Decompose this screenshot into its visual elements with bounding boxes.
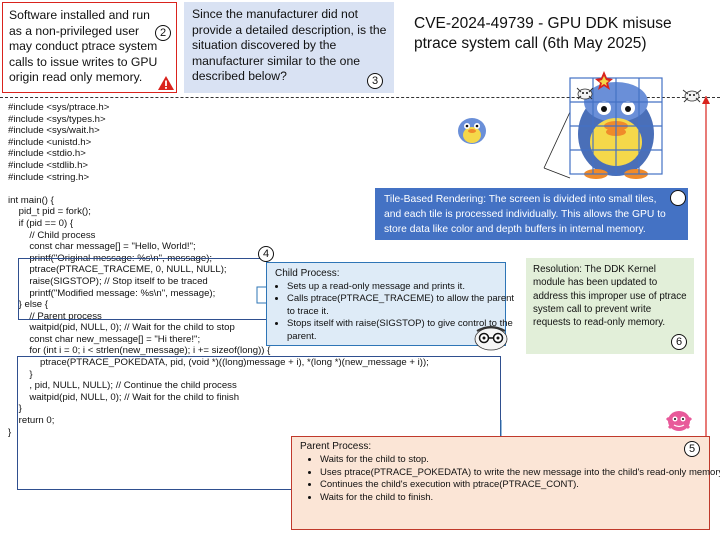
glasses-face-icon bbox=[474, 326, 508, 351]
code-line: // Child process bbox=[8, 229, 96, 241]
list-item: Waits for the child to finish. bbox=[320, 492, 720, 505]
code-line: pid_t pid = fork(); bbox=[8, 206, 91, 218]
code-line: // Parent process bbox=[8, 310, 102, 322]
code-line: const char new_message[] = "Hi there!"; bbox=[8, 333, 201, 345]
code-line: ptrace(PTRACE_TRACEME, 0, NULL, NULL); bbox=[8, 264, 227, 276]
code-line: ptrace(PTRACE_POKEDATA, pid, (void *)((l… bbox=[8, 357, 429, 369]
code-line: if (pid == 0) { bbox=[8, 217, 74, 229]
code-line: } bbox=[8, 368, 33, 380]
bird-mascot-icon bbox=[458, 118, 486, 144]
parent-process-list: Waits for the child to stop. Uses ptrace… bbox=[292, 454, 720, 504]
code-line: raise(SIGSTOP); // Stop itself to be tra… bbox=[8, 275, 208, 287]
code-line: #include <sys/types.h> bbox=[8, 113, 106, 125]
step-number-3: 3 bbox=[367, 73, 383, 89]
list-item: Waits for the child to stop. bbox=[320, 454, 720, 467]
child-process-box: Child Process: Sets up a read-only messa… bbox=[266, 262, 514, 346]
code-line: } else { bbox=[8, 299, 49, 311]
code-line: , pid, NULL, NULL); // Continue the chil… bbox=[8, 380, 237, 392]
child-process-heading: Child Process: bbox=[275, 268, 340, 279]
code-line: } bbox=[8, 426, 12, 438]
penguin-mascot-icon bbox=[569, 77, 663, 179]
step-number-1: 1 bbox=[670, 190, 686, 206]
page-title: CVE-2024-49739 - GPU DDK misuse ptrace s… bbox=[414, 15, 672, 52]
resolution-box: Resolution: The DDK Kernel module has be… bbox=[526, 258, 694, 354]
list-item: Continues the child's execution with ptr… bbox=[320, 479, 720, 492]
warning-icon bbox=[158, 76, 174, 90]
question-box: Since the manufacturer did not provide a… bbox=[184, 2, 394, 93]
code-line: #include <sys/wait.h> bbox=[8, 125, 100, 137]
resolution-text: Resolution: The DDK Kernel module has be… bbox=[533, 264, 687, 329]
crab-icon bbox=[576, 87, 594, 100]
question-text: Since the manufacturer did not provide a… bbox=[192, 7, 387, 83]
step-number-2: 2 bbox=[155, 25, 171, 41]
code-line: return 0; bbox=[8, 415, 55, 427]
tile-rendering-box: Tile-Based Rendering: The screen is divi… bbox=[375, 188, 688, 240]
list-item: Stops itself with raise(SIGSTOP) to give… bbox=[287, 318, 517, 343]
code-line: for (int i = 0; i < strlen(new_message);… bbox=[8, 345, 271, 357]
code-line: #include <stdlib.h> bbox=[8, 159, 89, 171]
code-line: #include <string.h> bbox=[8, 171, 90, 183]
code-line: const char message[] = "Hello, World!"; bbox=[8, 241, 196, 253]
crab-icon bbox=[682, 89, 702, 103]
code-line: printf("Modified message: %s\n", message… bbox=[8, 287, 216, 299]
list-item: Uses ptrace(PTRACE_POKEDATA) to write th… bbox=[320, 467, 720, 480]
code-line: } bbox=[8, 403, 22, 415]
code-line: #include <stdio.h> bbox=[8, 148, 86, 160]
code-line: waitpid(pid, NULL, 0); // Wait for the c… bbox=[8, 322, 235, 334]
code-line: #include <unistd.h> bbox=[8, 136, 92, 148]
pink-monster-icon bbox=[665, 411, 693, 431]
code-line: int main() { bbox=[8, 194, 54, 206]
tile-rendering-text: Tile-Based Rendering: The screen is divi… bbox=[384, 194, 666, 235]
code-line: #include <sys/ptrace.h> bbox=[8, 102, 110, 113]
list-item: Sets up a read-only message and prints i… bbox=[287, 281, 517, 293]
section-divider bbox=[0, 97, 720, 98]
parent-process-heading: Parent Process: bbox=[300, 441, 372, 452]
code-line: waitpid(pid, NULL, 0); // Wait for the c… bbox=[8, 391, 240, 403]
sparkle-icon bbox=[595, 71, 613, 90]
step-number-6: 6 bbox=[671, 334, 687, 350]
list-item: Calls ptrace(PTRACE_TRACEME) to allow th… bbox=[287, 293, 517, 318]
warning-box: Software installed and run as a non-priv… bbox=[2, 2, 177, 93]
step-number-5: 5 bbox=[684, 441, 700, 457]
step-number-4: 4 bbox=[258, 246, 274, 262]
child-process-list: Sets up a read-only message and prints i… bbox=[267, 281, 517, 343]
warning-text: Software installed and run as a non-priv… bbox=[9, 8, 158, 84]
parent-process-box: Parent Process: Waits for the child to s… bbox=[291, 436, 720, 530]
code-listing: #include <sys/ptrace.h>#include <sys/typ… bbox=[8, 102, 528, 438]
